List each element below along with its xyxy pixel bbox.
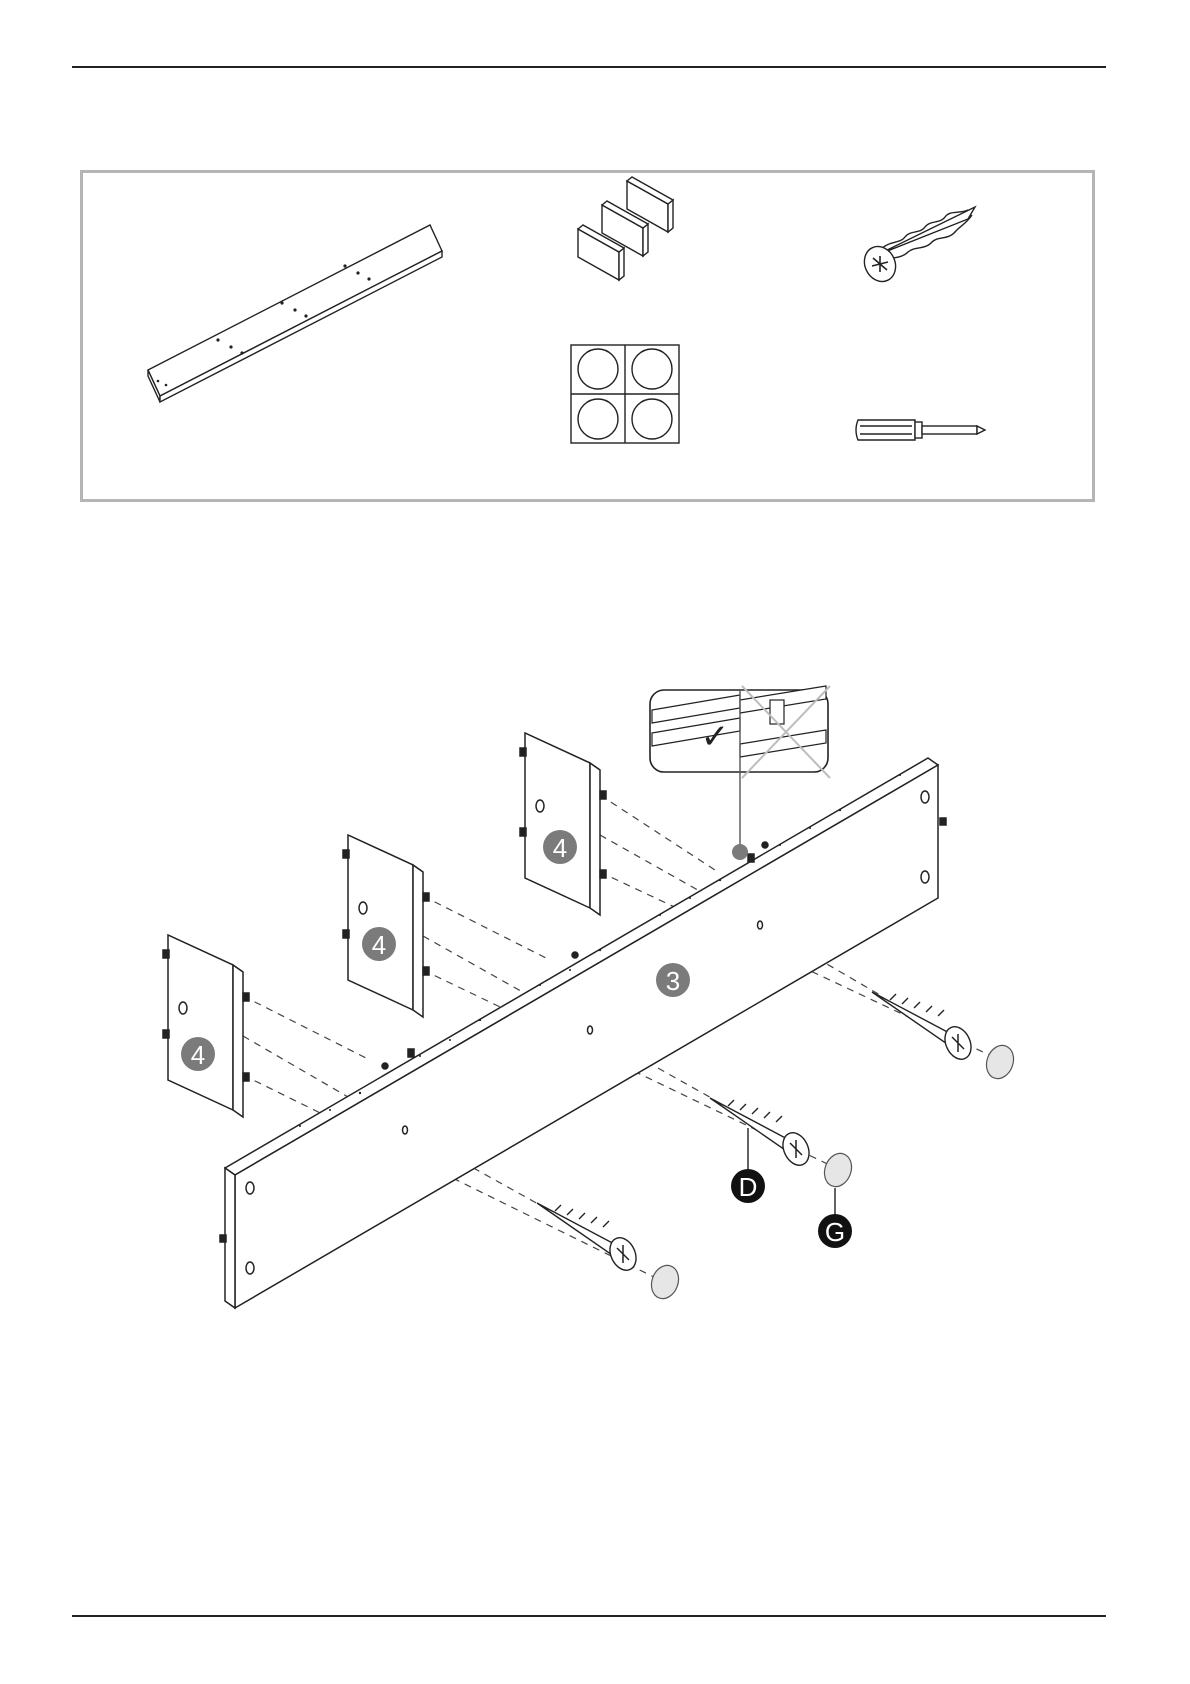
correct-mark: ✓ [701, 717, 730, 757]
svg-text:4: 4 [372, 930, 386, 960]
screw-left [537, 1203, 641, 1274]
screw-right [872, 992, 976, 1063]
divider-panel-1 [163, 935, 249, 1117]
divider-panel-3 [520, 733, 606, 915]
bottom-rule [72, 1615, 1106, 1617]
badge-divider-4a: 4 [181, 1037, 215, 1071]
cover-caps [647, 1042, 1018, 1303]
svg-text:G: G [825, 1217, 845, 1247]
svg-text:4: 4 [191, 1040, 205, 1070]
svg-text:3: 3 [666, 966, 680, 996]
svg-text:4: 4 [553, 833, 567, 863]
divider-panel-2 [343, 835, 429, 1017]
badge-shelf-3: 3 [656, 963, 690, 997]
svg-text:D: D [739, 1172, 758, 1202]
screw-middle [710, 1098, 814, 1169]
badge-divider-4b: 4 [362, 927, 396, 961]
badge-divider-4c: 4 [543, 830, 577, 864]
badge-screw-D: D [731, 1169, 765, 1203]
badge-cap-G: G [818, 1214, 852, 1248]
